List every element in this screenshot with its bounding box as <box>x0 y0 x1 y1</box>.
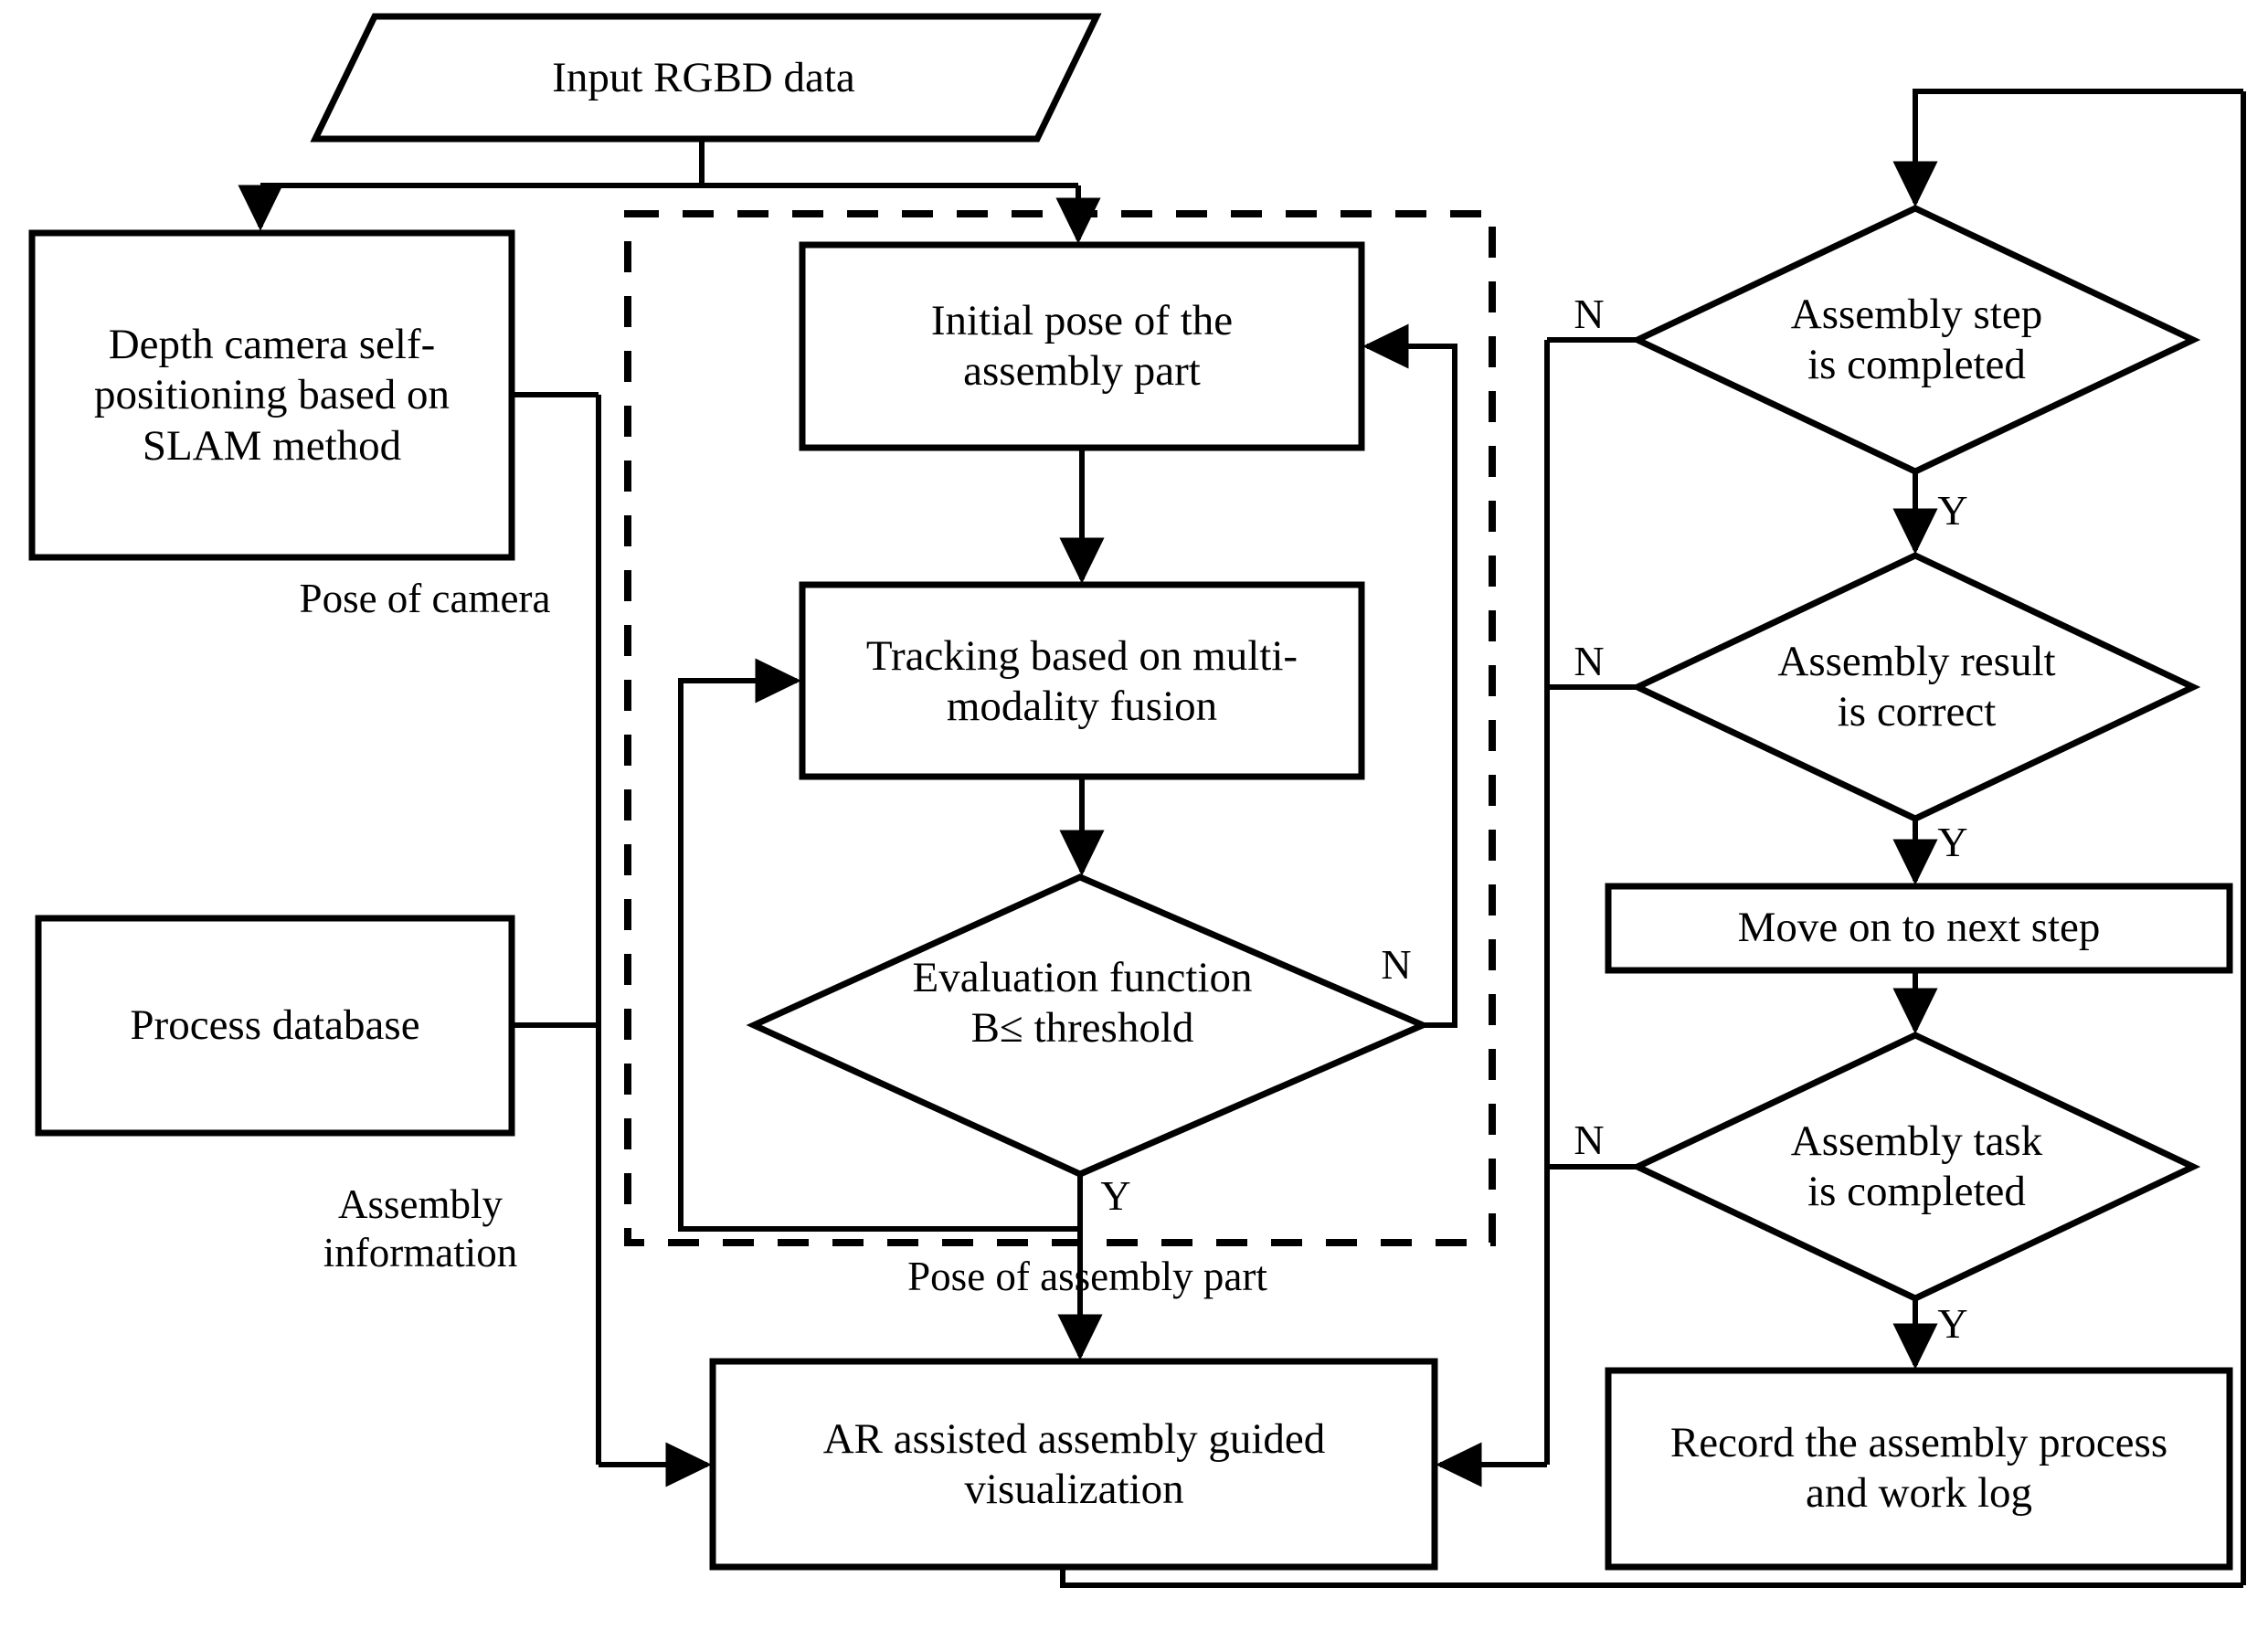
shape-ar-visualization <box>709 1358 1438 1571</box>
edge-label-task-yes: Y <box>1937 1299 1968 1347</box>
shape-initial-pose <box>799 241 1365 451</box>
shape-process-database <box>35 915 515 1137</box>
node-label-assembly-result: Assembly result is correct <box>1777 637 2056 736</box>
node-label-tracking: Tracking based on multi- modality fusion <box>865 631 1298 730</box>
edge-label-eval-no: N <box>1381 940 1412 988</box>
edge-label-step-no: N <box>1574 290 1605 337</box>
edge-eval-no-loop <box>1362 323 1457 1028</box>
edge-label-eval-yes: Y <box>1100 1171 1131 1219</box>
shape-move-next-step <box>1605 883 2233 974</box>
edge-label-task-no: N <box>1574 1116 1605 1163</box>
edge-ar-bottom-loop <box>1060 1567 2243 1588</box>
node-label-assembly-task: Assembly task is completed <box>1790 1117 2043 1215</box>
node-label-input-rgbd: Input RGBD data <box>552 54 855 102</box>
edge-label-result-yes: Y <box>1937 818 1968 865</box>
shape-depth-camera <box>28 229 515 561</box>
node-label-ar-visualization: AR assisted assembly guided visualizatio… <box>822 1414 1326 1513</box>
shape-dashed-group <box>624 210 1496 1246</box>
node-label-move-next-step: Move on to next step <box>1737 904 2101 952</box>
node-label-process-database: Process database <box>130 1001 420 1050</box>
shape-tracking <box>799 581 1365 780</box>
node-label-initial-pose: Initial pose of the assembly part <box>930 296 1234 395</box>
edge-label-pose-of-assembly-part: Pose of assembly part <box>907 1254 1267 1300</box>
node-label-evaluation: Evaluation function B≤ threshold <box>912 953 1253 1052</box>
edge-label-pose-of-camera: Pose of camera <box>299 576 551 622</box>
shape-record-process <box>1605 1367 2233 1571</box>
shape-input-rgbd <box>310 13 1102 143</box>
node-label-depth-camera: Depth camera self- positioning based on … <box>93 320 450 470</box>
edge-label-assembly-information: Assembly information <box>323 1180 518 1275</box>
edge-label-result-no: N <box>1574 637 1605 684</box>
edge-top-loop-into-step <box>1892 89 2243 207</box>
node-label-record-process: Record the assembly process and work log <box>1669 1418 2168 1517</box>
node-label-assembly-step: Assembly step is completed <box>1790 290 2043 388</box>
edge-label-step-yes: Y <box>1937 486 1968 534</box>
